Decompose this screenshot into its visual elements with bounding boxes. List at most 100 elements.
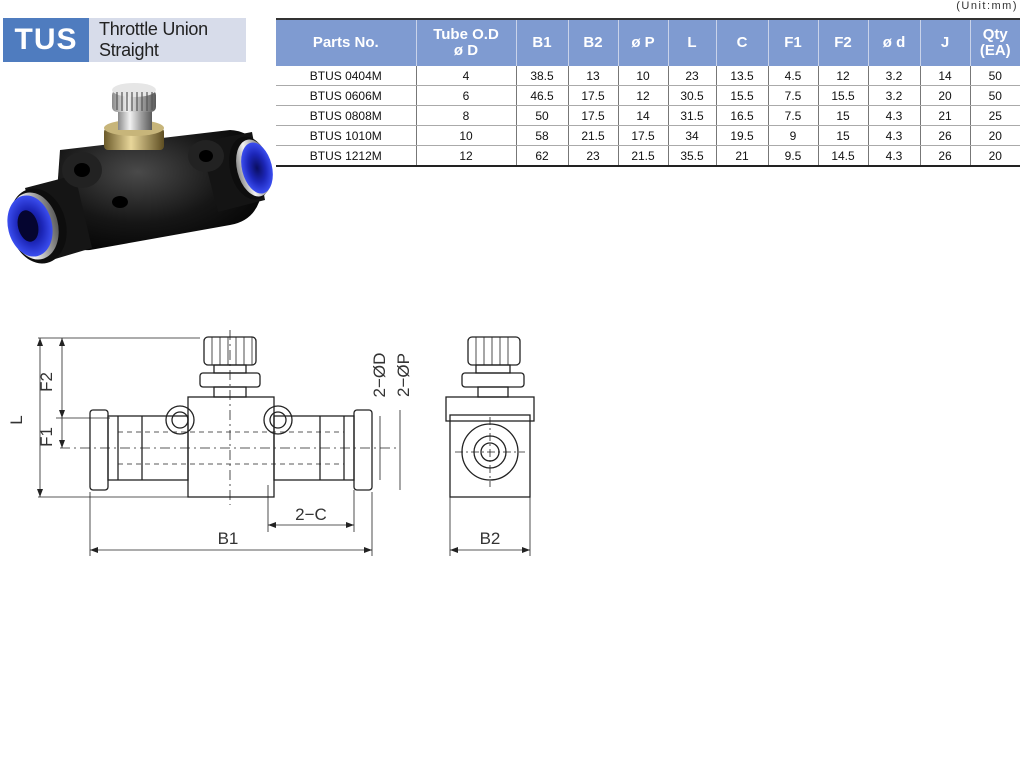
column-header-label: ø P	[631, 34, 655, 51]
table-cell: 20	[988, 148, 1002, 163]
table-cell: 4.5	[768, 66, 819, 86]
unit-label: (Unit:mm)	[956, 0, 1018, 12]
table-cell: 38.5	[516, 66, 569, 86]
column-header-label: B2	[583, 34, 603, 51]
column-header: ø P	[618, 18, 669, 66]
dimension-drawing: L F2 F1 2−ØD 2−ØP 2−C B1 B2	[7, 330, 535, 556]
product-header: TUS Throttle Union Straight	[3, 18, 246, 62]
table-cell: 10	[618, 66, 669, 86]
column-header-label: Parts No.	[312, 34, 379, 51]
table-cell: 4.3	[868, 145, 921, 166]
table-cell: 17.5	[618, 125, 669, 146]
table-cell: 15.5	[716, 85, 769, 106]
table-cell: 30.5	[668, 85, 717, 106]
part-number-cell: BTUS 1010M	[276, 125, 417, 146]
column-header: Qty(EA)	[970, 18, 1020, 66]
column-header: Parts No.	[276, 18, 417, 66]
table-cell: 50	[970, 85, 1020, 106]
column-header: J	[920, 18, 971, 66]
column-header: ø d	[868, 18, 921, 66]
table-cell: 17.5	[568, 105, 619, 126]
table-cell: 10	[416, 125, 517, 146]
table-cell: 23	[568, 145, 619, 166]
column-header-label: F1	[784, 34, 802, 51]
label-b2: B2	[480, 529, 501, 548]
column-header-label: Qty	[982, 26, 1008, 43]
column-header-label: ø d	[882, 34, 906, 51]
table-cell: 16.5	[716, 105, 769, 126]
table-cell: 15	[818, 105, 869, 126]
label-l: L	[7, 415, 26, 424]
table-cell: 17.5	[568, 85, 619, 106]
table-cell: 35.5	[668, 145, 717, 166]
table-cell: 14.5	[818, 145, 869, 166]
table-cell: 50	[970, 66, 1020, 86]
table-cell: 62	[516, 145, 569, 166]
label-b1: B1	[218, 529, 239, 548]
table-cell: 9	[768, 125, 819, 146]
table-cell: 21	[920, 105, 971, 126]
part-number-cell: BTUS 0404M	[276, 66, 417, 86]
table-cell: 4	[416, 66, 517, 86]
table-cell: 50	[516, 105, 569, 126]
column-header: F2	[818, 18, 869, 66]
column-header-label: Tube O.D	[433, 26, 499, 43]
table-cell: 8	[416, 105, 517, 126]
table-cell: 15	[818, 125, 869, 146]
column-header-label: L	[687, 34, 697, 51]
label-tube-od: 2−ØD	[370, 353, 389, 398]
product-code: TUS	[3, 18, 89, 62]
table-cell: 15.5	[818, 85, 869, 106]
column-header: F1	[768, 18, 819, 66]
column-header: B1	[516, 18, 569, 66]
column-header-label: B1	[532, 34, 552, 51]
table-cell: 34	[668, 125, 717, 146]
column-header-label: J	[940, 34, 950, 51]
table-cell: 19.5	[716, 125, 769, 146]
table-cell: 3.2	[868, 85, 921, 106]
column-header-label: F2	[834, 34, 852, 51]
table-cell: 26	[920, 125, 971, 146]
table-cell: 46.5	[516, 85, 569, 106]
table-cell: 4.3	[868, 125, 921, 146]
column-header-sublabel: (EA)	[979, 42, 1011, 59]
column-header: L	[668, 18, 717, 66]
table-cell: 14	[920, 66, 971, 86]
table-cell: 4.3	[868, 105, 921, 126]
column-header-label: C	[736, 34, 748, 51]
table-cell: 26	[920, 145, 971, 166]
table-cell: 12	[818, 66, 869, 86]
part-number-cell: BTUS 1212M	[276, 145, 417, 166]
table-cell: 6	[416, 85, 517, 106]
table-cell: 14	[618, 105, 669, 126]
table-cell: 20	[970, 125, 1020, 146]
table-cell: 7.5	[768, 85, 819, 106]
part-number-cell: BTUS 0606M	[276, 85, 417, 106]
column-header-sublabel: ø D	[453, 42, 479, 59]
label-f1: F1	[37, 427, 56, 447]
table-cell: 31.5	[668, 105, 717, 126]
label-p: 2−ØP	[394, 353, 413, 397]
table-cell: 21.5	[618, 145, 669, 166]
label-f2: F2	[37, 372, 56, 392]
table-cell: 13.5	[716, 66, 769, 86]
part-number-cell: BTUS 0808M	[276, 105, 417, 126]
table-cell: 21.5	[568, 125, 619, 146]
table-cell: 13	[568, 66, 619, 86]
table-cell: 25	[970, 105, 1020, 126]
table-cell: 12	[618, 85, 669, 106]
table-cell: 12	[416, 145, 517, 166]
table-cell: 21	[716, 145, 769, 166]
table-cell: 3.2	[868, 66, 921, 86]
product-name: Throttle Union Straight	[89, 18, 246, 62]
product-photo	[7, 83, 273, 264]
table-cell: 9.5	[768, 145, 819, 166]
